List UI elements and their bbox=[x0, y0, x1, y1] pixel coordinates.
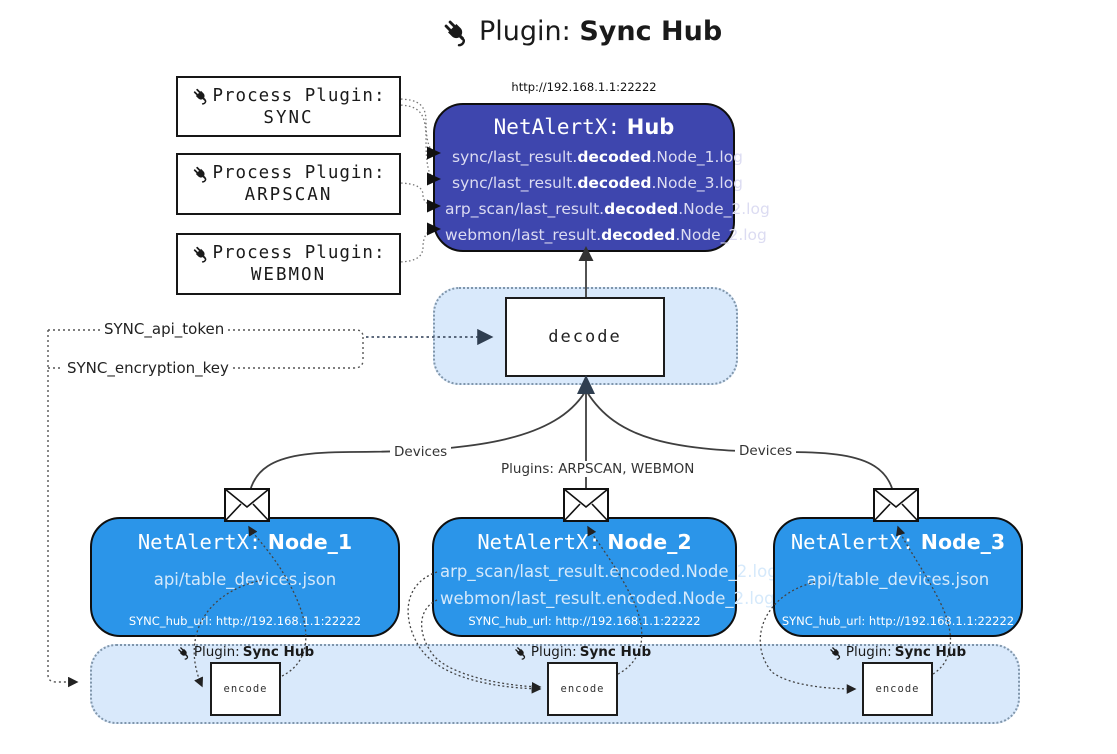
node-hub-url: SYNC_hub_url: http://192.168.1.1:22222 bbox=[128, 614, 362, 628]
node-hub-url: SYNC_hub_url: http://192.168.1.1:22222 bbox=[781, 614, 1015, 628]
node-box-node3: NetAlertX: Node_3 api/table_devices.json… bbox=[773, 517, 1023, 637]
node-box-node2: NetAlertX: Node_2 arp_scan/last_result.e… bbox=[432, 517, 778, 637]
node-title: NetAlertX: Node_1 bbox=[137, 530, 353, 554]
plug-icon bbox=[513, 645, 528, 660]
hub-log-list: sync/last_result.decoded.Node_1.log sync… bbox=[445, 144, 770, 248]
edge-label-plugins-middle: Plugins: ARPSCAN, WEBMON bbox=[497, 461, 699, 477]
hub-url: http://192.168.1.1:22222 bbox=[511, 80, 657, 94]
envelope-icon bbox=[224, 488, 270, 522]
page-title: Plugin: Sync Hub bbox=[440, 16, 722, 47]
plug-icon bbox=[191, 244, 210, 263]
hub-log-line: sync/last_result.decoded.Node_3.log bbox=[452, 174, 744, 192]
process-plugin-label: Process Plugin: bbox=[212, 243, 386, 263]
hub-box: NetAlertX: Hub sync/last_result.decoded.… bbox=[433, 103, 770, 252]
encode-box: encode bbox=[210, 662, 281, 716]
hub-log-line: webmon/last_result.decoded.Node_2.log bbox=[445, 226, 767, 244]
encode-box: encode bbox=[862, 662, 933, 716]
node-line: arp_scan/last_result.encoded.Node_2.log bbox=[440, 562, 778, 581]
encode-plugin-label: Plugin:Sync Hub bbox=[145, 644, 345, 660]
process-plugin-box-sync: Process Plugin: SYNC bbox=[176, 76, 401, 137]
encode-plugin-label: Plugin:Sync Hub bbox=[797, 644, 997, 660]
plug-icon bbox=[828, 645, 843, 660]
plug-icon bbox=[440, 16, 471, 47]
hub-title: NetAlertX: Hub bbox=[493, 115, 675, 139]
process-plugin-label: Process Plugin: bbox=[212, 85, 386, 106]
envelope-icon bbox=[563, 488, 609, 522]
decode-box: decode bbox=[505, 297, 665, 377]
process-plugin-name: ARPSCAN bbox=[244, 185, 333, 205]
node-hub-url: SYNC_hub_url: http://192.168.1.1:22222 bbox=[468, 614, 701, 628]
process-plugin-box-arpscan: Process Plugin: ARPSCAN bbox=[176, 153, 401, 215]
plug-icon bbox=[191, 164, 210, 183]
plug-icon bbox=[176, 645, 191, 660]
encode-box: encode bbox=[547, 662, 618, 716]
edge-label-devices-right: Devices bbox=[735, 443, 797, 459]
node-line: api/table_devices.json bbox=[153, 570, 337, 589]
node-line: api/table_devices.json bbox=[806, 570, 990, 589]
hub-log-line: arp_scan/last_result.decoded.Node_2.log bbox=[445, 200, 770, 218]
process-plugin-name: SYNC bbox=[263, 107, 314, 128]
node-line: webmon/last_result.encoded.Node_2.log bbox=[440, 589, 775, 608]
node-title: NetAlertX: Node_2 bbox=[477, 530, 692, 554]
encode-plugin-label: Plugin:Sync Hub bbox=[482, 644, 682, 660]
hub-log-line: sync/last_result.decoded.Node_1.log bbox=[452, 148, 744, 166]
process-plugin-box-webmon: Process Plugin: WEBMON bbox=[176, 233, 401, 295]
page-title-text: Plugin: Sync Hub bbox=[479, 16, 723, 47]
edge-label-api-token: SYNC_api_token bbox=[100, 320, 229, 338]
process-plugin-label: Process Plugin: bbox=[212, 163, 386, 183]
edge-label-encryption-key: SYNC_encryption_key bbox=[63, 359, 233, 377]
node-title: NetAlertX: Node_3 bbox=[790, 530, 1006, 554]
plug-icon bbox=[191, 86, 210, 105]
envelope-icon bbox=[873, 488, 919, 522]
process-plugin-name: WEBMON bbox=[250, 265, 327, 285]
process-to-hub-links bbox=[396, 98, 434, 263]
edge-label-devices-left: Devices bbox=[390, 444, 452, 460]
node-box-node1: NetAlertX: Node_1 api/table_devices.json… bbox=[90, 517, 400, 637]
